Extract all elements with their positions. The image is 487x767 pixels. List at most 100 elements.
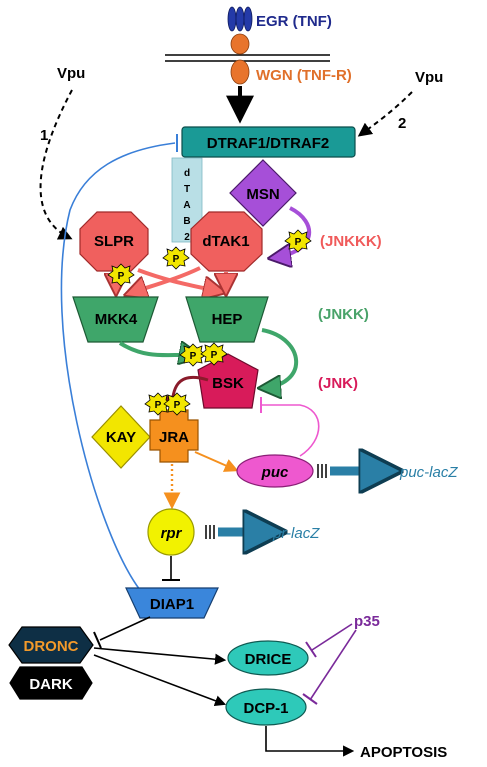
- dark-node: DARK: [9, 666, 93, 700]
- dtak1-label: dTAK1: [202, 233, 249, 250]
- phospho-label: P: [118, 271, 125, 282]
- dronc-node: DRONC: [8, 626, 94, 664]
- p35-inhibits-dcp1-line: [309, 629, 357, 701]
- dronc-to-drice-arrow: [93, 647, 227, 665]
- slpr-shape: [79, 211, 149, 272]
- bsk-shape: [197, 353, 259, 409]
- dark-label: DARK: [29, 676, 72, 693]
- p35-inhibits-dcp1-bar: [302, 693, 318, 705]
- phospho-label: P: [295, 237, 302, 248]
- msn-shape: [229, 159, 297, 227]
- dcp1-node: DCP-1: [225, 688, 307, 726]
- dtak1-node: dTAK1: [190, 211, 263, 272]
- phospho-badge-bsk-right: P: [200, 342, 228, 366]
- slpr-node: SLPR: [79, 211, 149, 272]
- rpr-shape: [147, 508, 195, 556]
- bsk-node: BSK: [197, 353, 259, 409]
- mkk4-label: MKK4: [95, 311, 138, 328]
- dcp1-to-apoptosis-arrow: [265, 726, 355, 757]
- jnkkk-level-label: (JNKKK): [320, 233, 382, 250]
- rpr-node: rpr: [147, 508, 195, 556]
- rpr-lacz-label: rpr-lacZ: [268, 525, 320, 542]
- puc-lacz-label: puc-lacZ: [399, 464, 458, 481]
- puc-node: puc: [236, 454, 314, 488]
- phospho-label: P: [211, 350, 218, 361]
- dtak1-to-mkk4-arrow: [128, 266, 201, 294]
- slpr-to-hep-arrow: [137, 268, 222, 292]
- vpu-right-dashed-arrow: [357, 91, 413, 137]
- phospho-label: P: [190, 351, 197, 362]
- phospho-badge-jra-right: P: [163, 392, 191, 416]
- phospho-badge-bsk-left: P: [179, 343, 207, 367]
- hep-label: HEP: [212, 311, 243, 328]
- dronc-label: DRONC: [24, 638, 79, 655]
- egr-label: EGR (TNF): [256, 13, 332, 30]
- phospho-badge-slpr: P: [107, 263, 135, 287]
- vpu-left-label: Vpu: [57, 65, 85, 82]
- slpr-label: SLPR: [94, 233, 134, 250]
- jnk-level-label: (JNK): [318, 375, 358, 392]
- p35-inhibits-drice-bar: [305, 641, 317, 658]
- diap1-label: DIAP1: [150, 596, 194, 613]
- egr-ligand-shape: [227, 6, 253, 32]
- rpr-lacz-reporter-arrow: [205, 525, 256, 539]
- msn-label: MSN: [246, 186, 279, 203]
- drice-shape: [227, 640, 309, 676]
- dtraf-node: DTRAF1/DTRAF2: [181, 126, 356, 158]
- wgn-receptor-shape: [230, 33, 250, 85]
- bsk-label: BSK: [212, 375, 244, 392]
- jra-shape: [149, 409, 199, 463]
- rpr-label: rpr: [161, 525, 183, 542]
- diap1-inhibits-dronc-bar: [93, 631, 102, 649]
- phospho-badge-dtak1: P: [162, 246, 190, 270]
- jra-node: JRA: [149, 409, 199, 463]
- diap1-inhibits-dronc-line: [99, 616, 151, 641]
- diap1-inhibits-dtraf-line: [60, 142, 176, 591]
- phospho-label: P: [155, 400, 162, 411]
- puc-lacz-reporter-arrow: [317, 464, 372, 478]
- dronc-shape: [8, 626, 94, 664]
- drice-label: DRICE: [245, 651, 292, 668]
- diap1-node: DIAP1: [125, 587, 219, 619]
- phospho-label: P: [173, 254, 180, 265]
- dtab2-letter-1: d: [184, 168, 190, 179]
- hep-to-bsk-arrow: [262, 328, 299, 388]
- phospho-badge-jra-left: P: [144, 392, 172, 416]
- msn-node: MSN: [229, 159, 297, 227]
- hep-shape: [185, 296, 269, 343]
- dtab2-letter-4: B: [183, 216, 190, 227]
- dtab2-letter-2: T: [184, 184, 190, 195]
- vpu-left-dashed-arrow: [39, 89, 73, 240]
- dtak1-shape: [190, 211, 263, 272]
- kay-shape: [91, 405, 151, 469]
- drice-node: DRICE: [227, 640, 309, 676]
- apoptosis-label: APOPTOSIS: [360, 744, 447, 761]
- vpu-right-step: 2: [398, 115, 406, 132]
- puc-shape: [236, 454, 314, 488]
- phospho-badge-dtraf: P: [284, 229, 312, 253]
- hep-node: HEP: [185, 296, 269, 343]
- kay-label: KAY: [106, 429, 136, 446]
- kay-node: KAY: [91, 405, 151, 469]
- puc-inhibits-bsk-line: [262, 404, 320, 457]
- jra-to-puc-arrow: [194, 451, 239, 472]
- p35-label: p35: [354, 613, 380, 630]
- diap1-shape: [125, 587, 219, 619]
- puc-label: puc: [261, 464, 289, 481]
- dcp1-label: DCP-1: [243, 700, 288, 717]
- p35-inhibits-drice-line: [311, 623, 353, 651]
- dtraf-shape: [181, 126, 356, 158]
- phospho-label: P: [174, 400, 181, 411]
- dtab2-letter-5: 2: [184, 232, 190, 243]
- mkk4-node: MKK4: [72, 296, 159, 343]
- vpu-right-label: Vpu: [415, 69, 443, 86]
- jra-label: JRA: [159, 429, 189, 446]
- cell-membrane: [165, 54, 330, 62]
- msn-to-dtak1-arrow: [272, 206, 312, 258]
- dtab2-letter-3: A: [183, 200, 190, 211]
- jnkk-level-label: (JNKK): [318, 306, 369, 323]
- vpu-left-step: 1: [40, 127, 48, 144]
- dcp1-shape: [225, 688, 307, 726]
- dark-shape: [9, 666, 93, 700]
